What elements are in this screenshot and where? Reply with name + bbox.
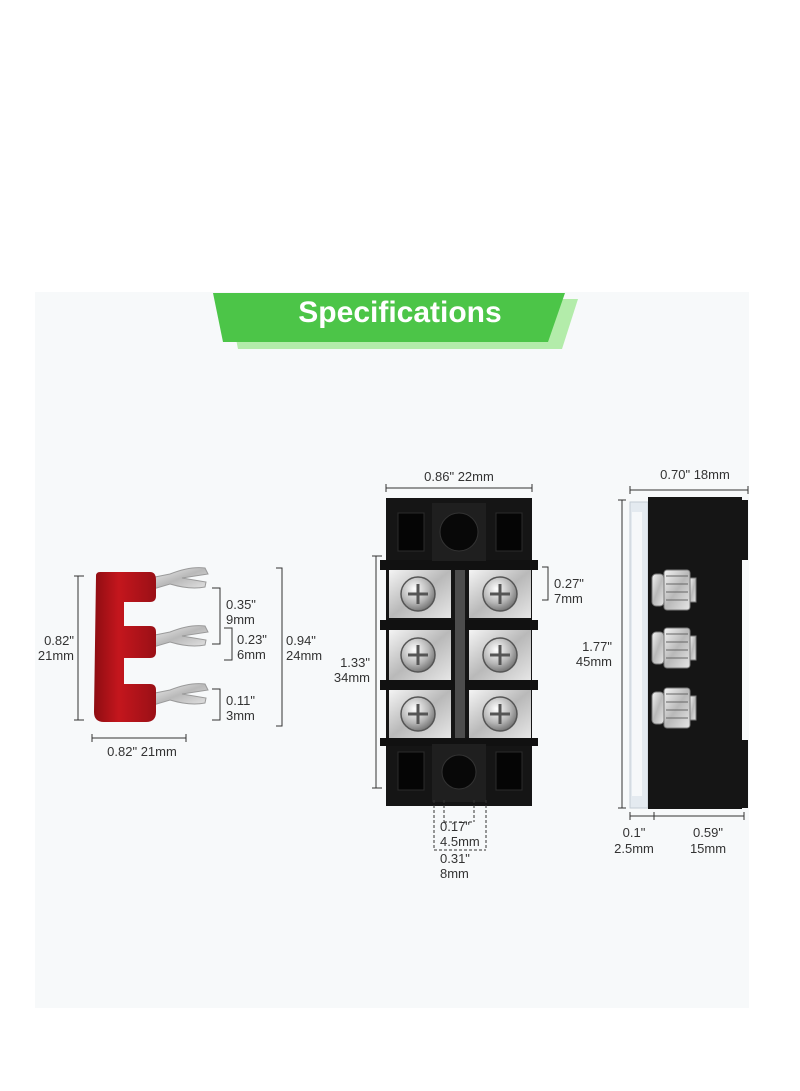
hole-inner-in: 0.17" [440,819,470,834]
fork-slot-in: 0.11" [226,693,255,708]
hole-outer-mm: 8mm [440,866,469,881]
side-height-mm: 45mm [575,654,612,669]
hole-outer-in: 0.31" [440,851,470,866]
terminal-block-front-image [380,498,538,806]
overall-height-in: 0.94" [286,633,316,648]
fork-spacing-in: 0.35" [226,597,256,612]
jumper-height-in: 0.82" [44,633,74,648]
cover-thickness-in: 0.1" [622,825,646,840]
jumper-height-mm: 21mm [37,648,74,663]
terminal-span-mm: 34mm [333,670,370,685]
banner-title: Specifications [298,296,502,329]
base-depth-in: 0.59" [693,825,723,840]
specifications-banner [213,293,578,349]
jumper-bar-image [94,567,209,722]
terminal-pitch-mm: 7mm [554,591,583,606]
base-depth-mm: 15mm [689,841,727,856]
cover-thickness-mm: 2.5mm [614,841,654,856]
fork-opening-in: 0.23" [237,632,267,647]
fork-opening-mm: 6mm [237,647,266,662]
front-width: 0.86" 22mm [424,469,494,484]
fork-slot-mm: 3mm [226,708,255,723]
jumper-width: 0.82" 21mm [107,744,177,759]
side-height-in: 1.77" [582,639,612,654]
hole-inner-mm: 4.5mm [440,834,480,849]
terminal-span-in: 1.33" [340,655,370,670]
overall-height-mm: 24mm [286,648,323,663]
terminal-block-side-image [629,497,748,809]
fork-spacing-mm: 9mm [226,612,255,627]
side-width: 0.70" 18mm [660,467,730,482]
terminal-pitch-in: 0.27" [554,576,584,591]
